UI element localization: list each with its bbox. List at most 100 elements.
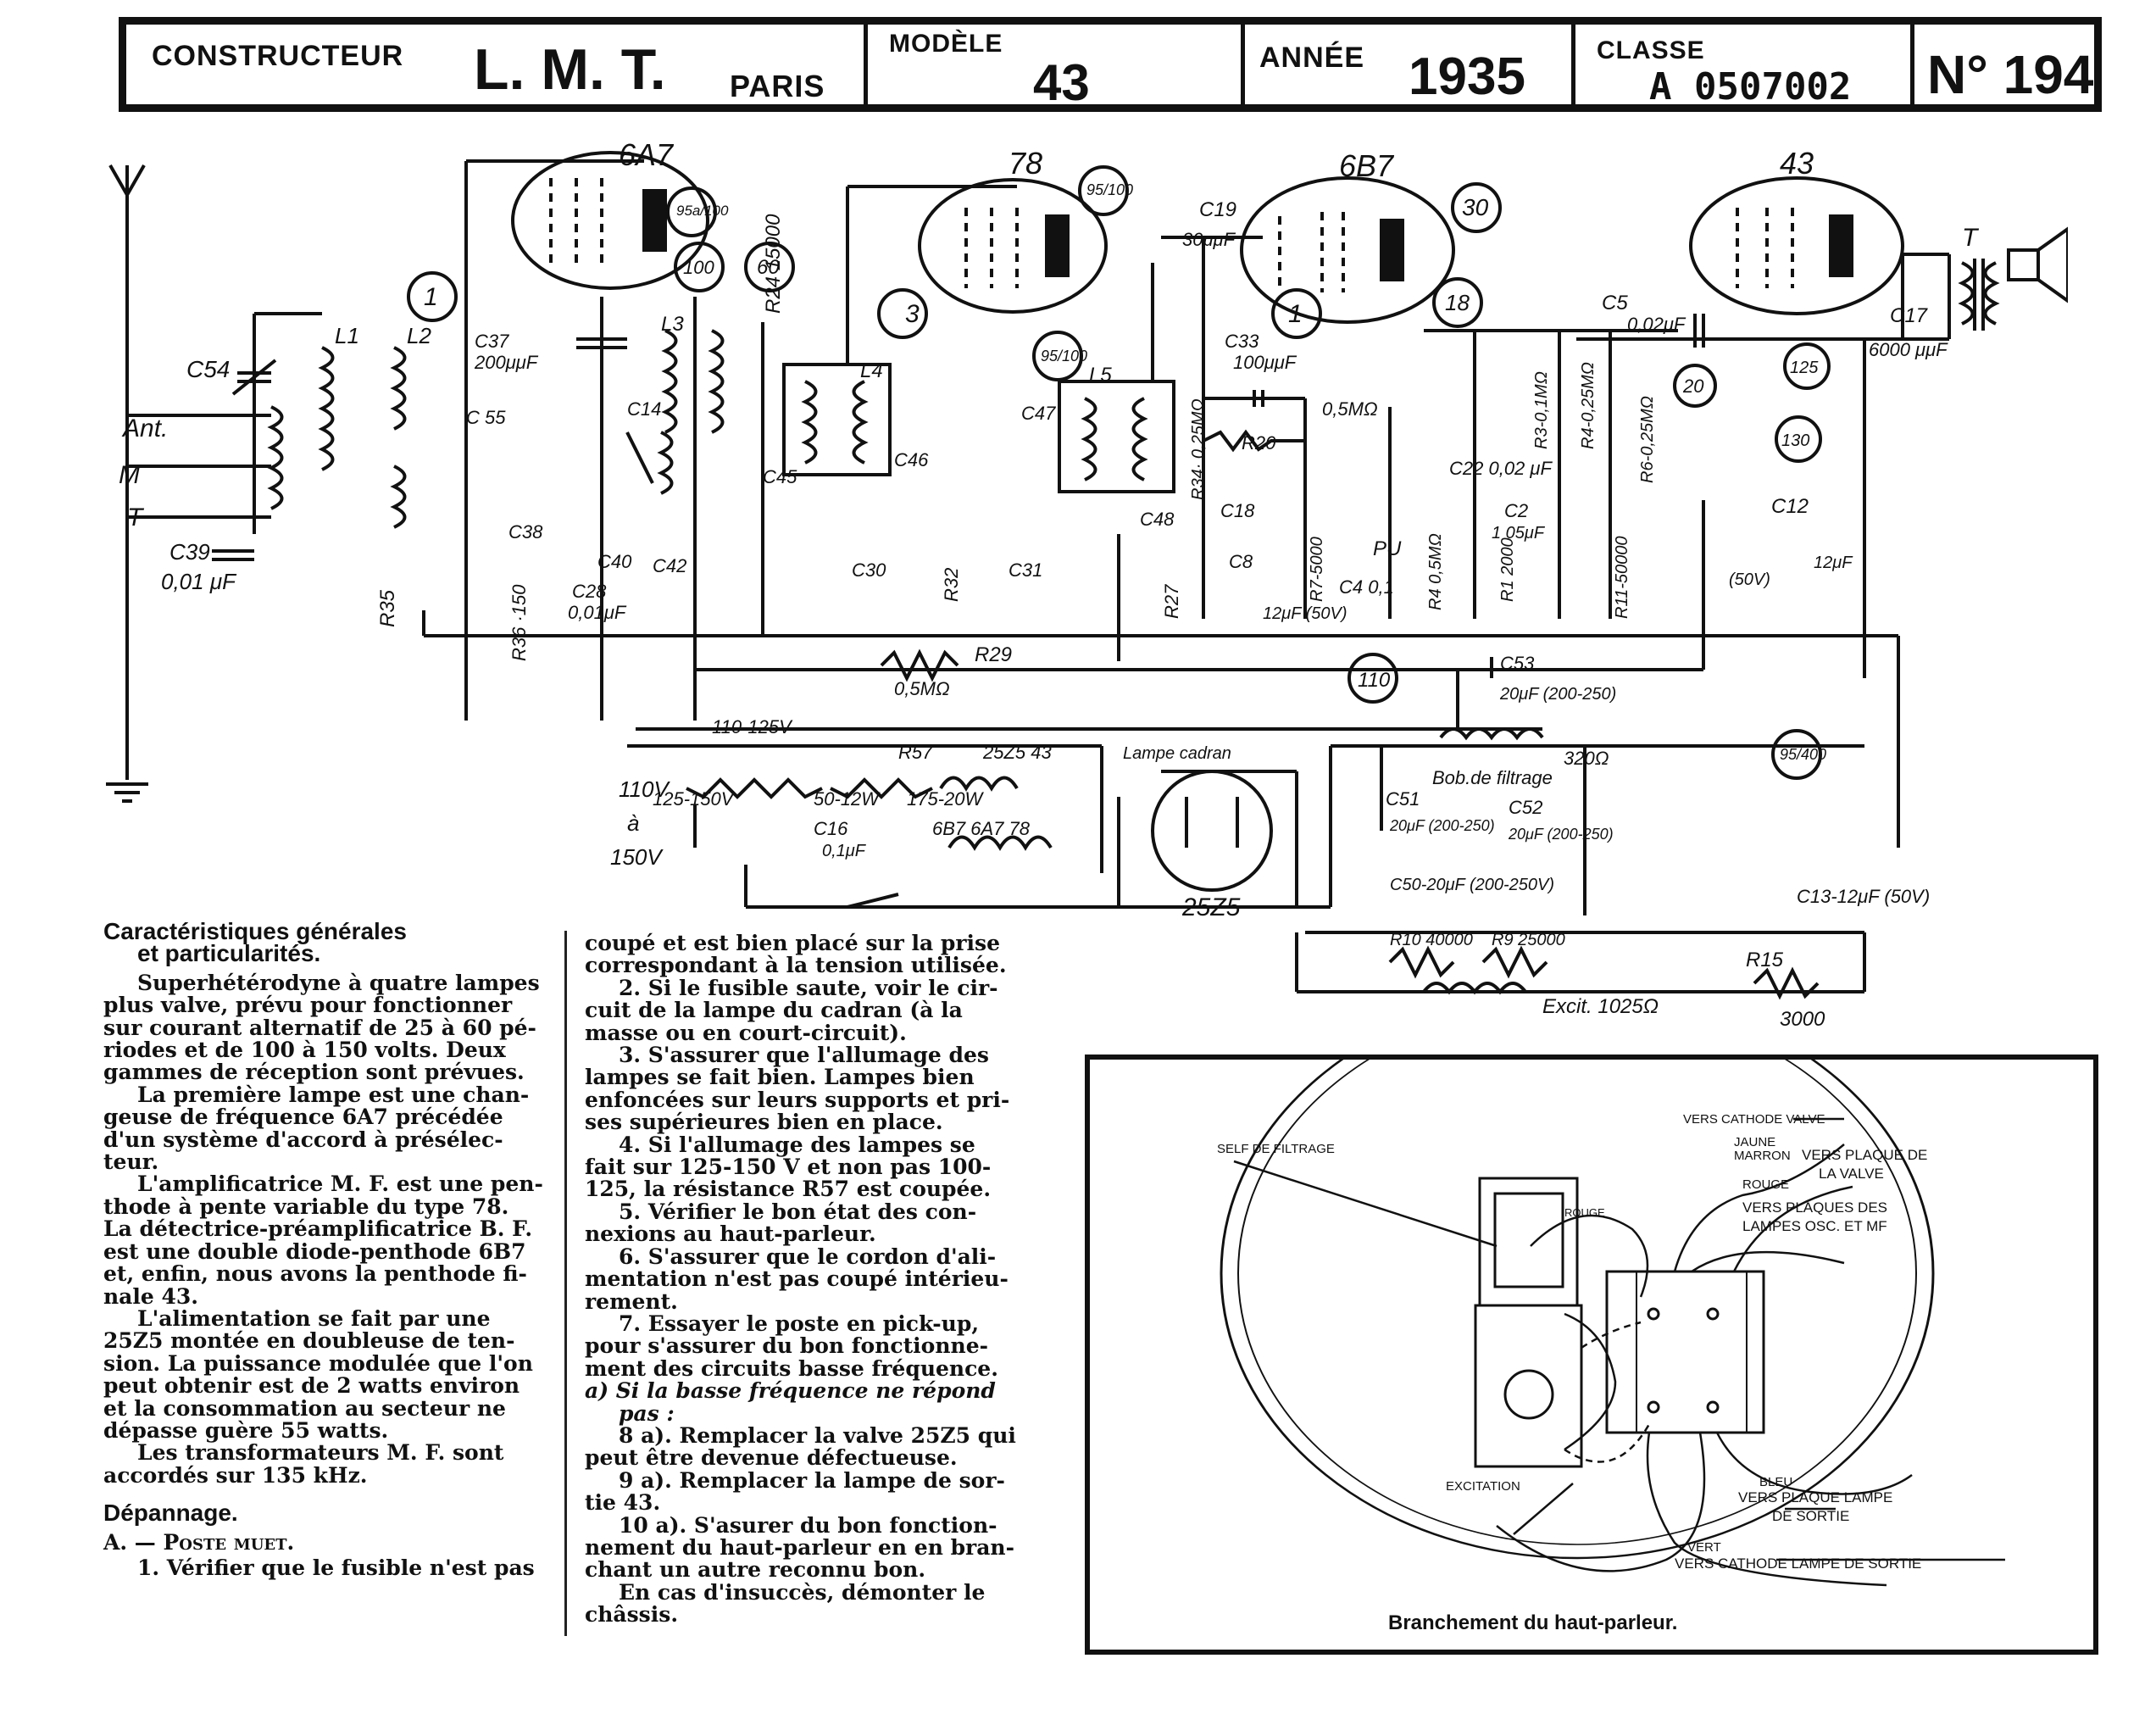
label-r24: R24 15000	[762, 214, 785, 314]
label-transformer: T	[1962, 224, 1980, 252]
label-vers-plaque-valve-1: VERS PLAQUE DE	[1802, 1147, 1927, 1163]
text-line: L'amplificatrice M. F. est une pen-	[137, 1171, 543, 1197]
speaker-wiring-diagram: SELF DE FILTRAGE VERS CATHODE VALVE JAUN…	[1217, 1060, 2005, 1634]
speaker-caption: Branchement du haut-parleur.	[1388, 1611, 1677, 1634]
label-ant: Ant.	[121, 415, 168, 442]
label-bob-value: 320Ω	[1564, 748, 1609, 769]
label-c14: C14	[627, 398, 661, 420]
label-c12-value: 12μF	[1814, 554, 1853, 572]
text-line: sion. La puissance modulée que l'on	[103, 1350, 533, 1376]
tp-95a: 95a/100	[676, 203, 729, 219]
heading-depannage: Dépannage.	[103, 1500, 238, 1527]
label-c16-value: 0,1μF	[822, 842, 867, 860]
constructeur-label: CONSTRUCTEUR	[152, 40, 404, 72]
label-c19: C19	[1199, 198, 1236, 221]
label-r9: R9 25000	[1492, 931, 1565, 949]
text-line: 5. Vérifier le bon état des con-	[619, 1199, 977, 1224]
annee-value: 1935	[1409, 47, 1525, 106]
label-r35: R35	[376, 589, 399, 627]
text-line: d'un système d'accord à présélec-	[103, 1127, 503, 1152]
speaker-rim-inner	[1237, 1060, 1917, 1545]
classe-label: CLASSE	[1597, 36, 1705, 64]
label-c28-value: 0,01μF	[568, 602, 627, 623]
if-transformer-1	[782, 185, 1017, 476]
text-line: La première lampe est une chan-	[137, 1082, 530, 1107]
label-lampe-cadran: Lampe cadran	[1123, 744, 1231, 763]
label-c45: C45	[763, 466, 797, 487]
label-r7: R7-5000	[1308, 537, 1326, 602]
tp-1a: 1	[424, 283, 438, 311]
label-excitation: EXCITATION	[1446, 1479, 1520, 1494]
tp-100: 100	[683, 257, 714, 278]
label-vers-plaque-valve-2: LA VALVE	[1819, 1166, 1884, 1182]
text-line: rement.	[585, 1288, 678, 1314]
power-bus	[422, 500, 1900, 848]
text-line: riodes et de 100 à 150 volts. Deux	[103, 1038, 506, 1063]
label-c33: C33	[1225, 331, 1259, 352]
label-rouge-a: ROUGE	[1564, 1206, 1605, 1219]
label-c16: C16	[814, 818, 848, 839]
heading-characteristics-2: et particularités.	[137, 940, 321, 967]
label-c17-value: 6000 μμF	[1869, 339, 1948, 360]
label-r11: R11-50000	[1613, 537, 1631, 619]
text-line: L'alimentation se fait par une	[137, 1305, 491, 1331]
modele-label: MODÈLE	[889, 30, 1003, 58]
text-line: La détectrice-préamplificatrice B. F.	[103, 1216, 533, 1242]
label-c2: C2	[1504, 500, 1528, 521]
label-input-150v: 150V	[610, 844, 664, 870]
label-vert: VERT	[1687, 1540, 1721, 1555]
sheet-number: N° 194	[1927, 44, 2094, 105]
label-r4: R4 0,5MΩ	[1426, 533, 1445, 610]
text-line: 10 a). S'asurer du bon fonction-	[619, 1512, 997, 1538]
constructeur-cell: CONSTRUCTEUR L. M. T. PARIS	[126, 25, 868, 104]
tube-label-43: 43	[1780, 146, 1814, 181]
column-troubleshooting: coupé et est bien placé sur la prise cor…	[585, 932, 1047, 1627]
modele-value: 43	[1033, 54, 1090, 111]
field-coil-icon	[1474, 1177, 1583, 1468]
tp-60: 60	[757, 256, 780, 279]
label-c54: C54	[186, 356, 230, 382]
text-line: thode à pente variable du type 78.	[103, 1194, 509, 1219]
label-c33-value: 100μμF	[1233, 352, 1297, 373]
text-line: tie 43.	[585, 1490, 661, 1516]
label-input-110v: 110V	[619, 776, 670, 802]
text-line: lampes se fait bien. Lampes bien	[585, 1065, 975, 1090]
label-r3: R3-0,1MΩ	[1532, 371, 1551, 449]
text-line: plus valve, prévu pour fonctionner	[103, 993, 513, 1018]
label-c22: C22 0,02 μF	[1449, 458, 1553, 479]
label-r32: R32	[941, 568, 962, 602]
label-c18: C18	[1220, 500, 1255, 521]
label-r4b: R4-0,25MΩ	[1579, 362, 1598, 449]
column-characteristics: Caractéristiques générales et particular…	[103, 919, 544, 1580]
label-r29-value: 0,5MΩ	[894, 678, 950, 699]
text-line: 125, la résistance R57 est coupée.	[585, 1177, 992, 1202]
text-line: ses supérieures bien en place.	[585, 1110, 943, 1135]
label-l5: L5	[1089, 364, 1112, 387]
text-line: correspondant à la tension utilisée.	[585, 953, 1007, 978]
label-c17: C17	[1890, 304, 1929, 327]
text-line: nexions au haut-parleur.	[585, 1222, 876, 1247]
power-supply	[627, 727, 1866, 1000]
column-divider	[564, 931, 567, 1636]
text-line: mentation n'est pas coupé intérieu-	[585, 1266, 1009, 1292]
text-line: 6. S'assurer que le cordon d'ali-	[619, 1244, 997, 1269]
label-r10: R10 40000	[1390, 931, 1473, 949]
label-r20-value: 0,5MΩ	[1322, 398, 1378, 420]
tube-label-6a7: 6A7	[619, 137, 675, 172]
text-line: 1. Vérifier que le fusible n'est pas	[137, 1555, 535, 1580]
text-line: 7. Essayer le poste en pick-up,	[619, 1311, 980, 1336]
text-line: accordés sur 135 kHz.	[103, 1462, 368, 1488]
text-line: En cas d'insuccès, démonter le	[619, 1579, 986, 1605]
label-l2: L2	[407, 323, 431, 348]
label-c13: C13-12μF (50V)	[1797, 886, 1930, 907]
loudspeaker-icon	[2007, 226, 2068, 303]
tp-110: 110	[1358, 669, 1391, 692]
tp-3: 3	[905, 300, 920, 328]
label-c12: C12	[1771, 495, 1809, 518]
text-line: enfoncées sur leurs supports et pri-	[585, 1087, 1010, 1112]
modele-cell: MODÈLE 43	[864, 25, 1245, 111]
label-c19-value: 30μμF	[1182, 229, 1236, 250]
text-line: 25Z5 montée en doubleuse de ten-	[103, 1328, 515, 1354]
label-r1: R1 2000	[1498, 537, 1517, 602]
text-line: châssis.	[585, 1602, 679, 1628]
